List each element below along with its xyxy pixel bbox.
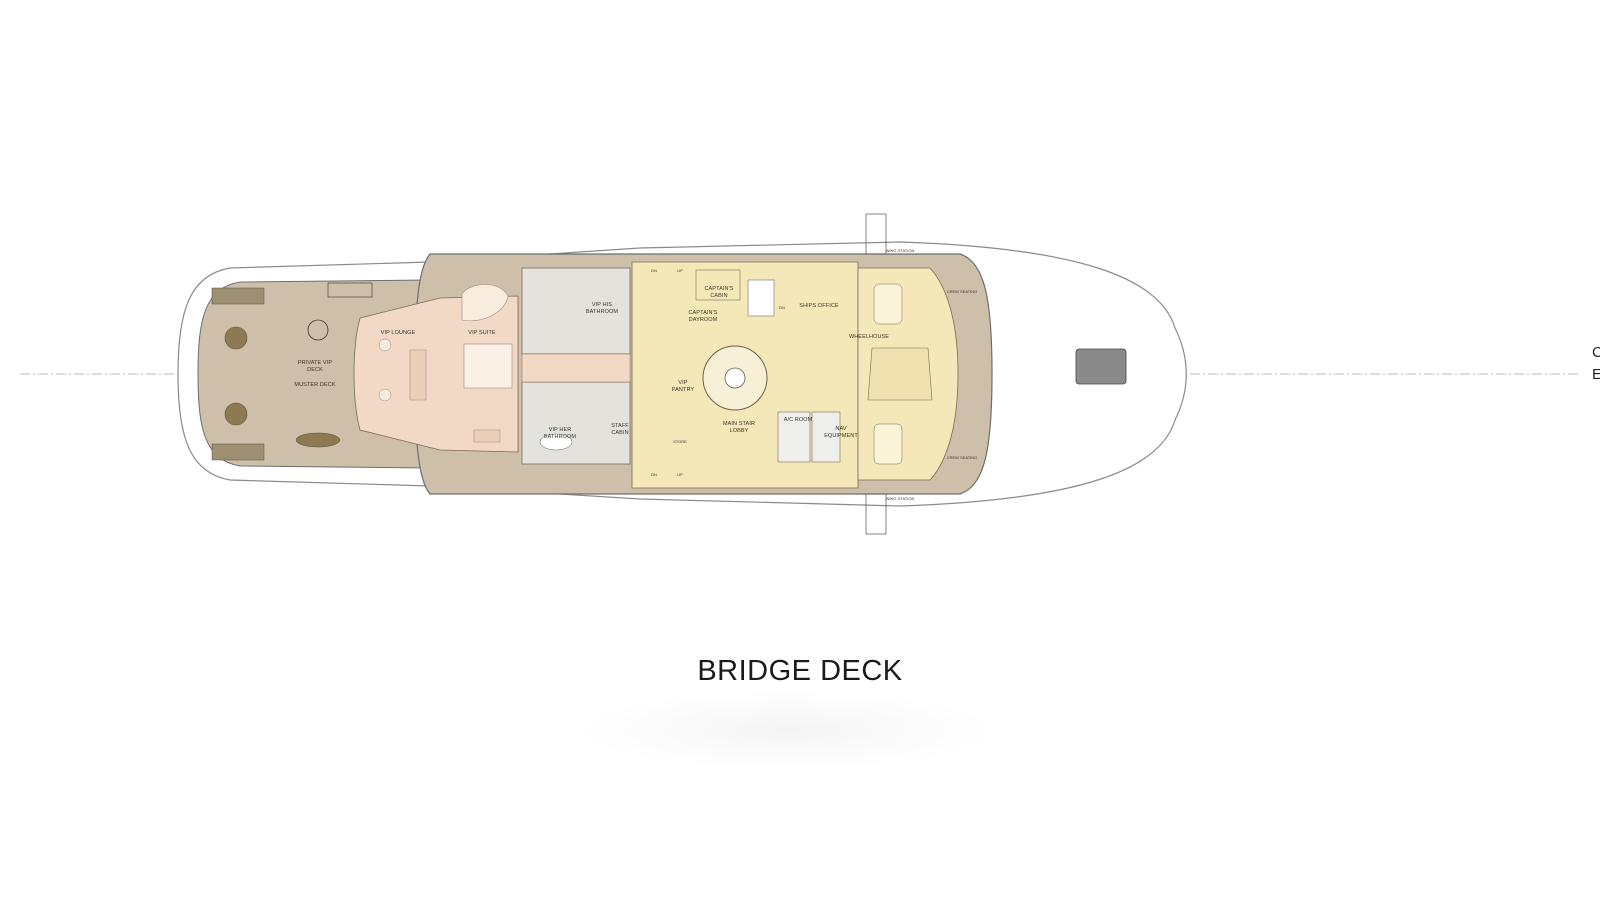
aft-stair — [747, 279, 775, 317]
label-wheelhouse: WHEELHOUSE — [849, 334, 889, 340]
helm-console — [867, 347, 933, 401]
label-up-1: UP — [677, 268, 683, 273]
label-crew-seating-2: CREW SEATING — [947, 455, 978, 460]
wheelhouse-seat-2 — [873, 423, 903, 465]
vip-chair-1 — [378, 338, 392, 352]
label-dn-1: DN — [651, 268, 657, 273]
label-captains-dayroom-2: DAYROOM — [689, 317, 718, 323]
deck-title: BRIDGE DECK — [697, 655, 903, 687]
label-staff-cabin-1: STAFF — [611, 423, 629, 429]
label-captains-cabin-2: CABIN — [710, 293, 727, 299]
edge-text-line-2: E — [1592, 366, 1600, 383]
label-vip-her-bathroom-1: VIP HER — [549, 427, 572, 433]
vip-suite-area — [353, 295, 519, 453]
aft-stair-deck — [327, 282, 373, 298]
label-crew-seating-1: CREW SEATING — [947, 289, 978, 294]
vip-sofa — [409, 349, 427, 401]
label-vip-lounge: VIP LOUNGE — [381, 330, 416, 336]
label-dn-3: DN — [779, 305, 785, 310]
vip-bed — [463, 343, 513, 389]
vip-curved-sofa — [461, 284, 509, 322]
lounger — [295, 432, 341, 448]
label-staff-cabin-2: CABIN — [611, 430, 628, 436]
label-private-vip-deck-1: PRIVATE VIP — [298, 360, 332, 366]
label-ships-office: SHIPS OFFICE — [799, 303, 839, 309]
vip-desk — [473, 429, 501, 443]
edge-text: C E — [1592, 342, 1600, 386]
mast — [1075, 348, 1127, 385]
label-captains-dayroom-1: CAPTAIN'S — [688, 310, 717, 316]
label-nav-equipment-1: NAV — [835, 426, 846, 432]
label-vip-his-bathroom-1: VIP HIS — [592, 302, 612, 308]
captains-cabin — [695, 269, 741, 301]
wheelhouse-seat-1 — [873, 283, 903, 325]
vip-chair-2 — [378, 388, 392, 402]
label-up-2: UP — [677, 472, 683, 477]
ac-room — [777, 411, 811, 463]
label-wing-station-1: WING STATION — [886, 248, 915, 253]
label-dn-2: DN — [651, 472, 657, 477]
edge-text-line-1: C — [1592, 344, 1600, 361]
label-vip-pantry-2: PANTRY — [672, 387, 695, 393]
aft-sofa-port — [211, 287, 265, 305]
aft-sofa-stbd — [211, 443, 265, 461]
aft-table-1 — [224, 326, 248, 350]
bathtub — [539, 433, 573, 451]
dining-table — [307, 319, 329, 341]
label-private-vip-deck-2: DECK — [307, 367, 323, 373]
vip-his-bathroom — [521, 267, 631, 355]
label-vip-suite: VIP SUITE — [468, 330, 496, 336]
label-main-stair-lobby-1: MAIN STAIR — [723, 421, 755, 427]
main-stair-core — [724, 367, 746, 389]
label-vip-his-bathroom-2: BATHROOM — [586, 309, 618, 315]
label-nav-equipment-2: EQUIPMENT — [824, 433, 858, 439]
label-muster-deck: MUSTER DECK — [294, 382, 335, 388]
label-store: STORE — [673, 439, 687, 444]
aft-table-2 — [224, 402, 248, 426]
vip-corridor — [521, 353, 631, 383]
label-wing-station-2: WING STATION — [886, 496, 915, 501]
label-vip-pantry-1: VIP — [678, 380, 687, 386]
wing-station-stbd — [865, 493, 887, 535]
nav-equipment — [811, 411, 841, 463]
label-captains-cabin-1: CAPTAIN'S — [704, 286, 733, 292]
label-vip-her-bathroom-2: BATHROOM — [544, 434, 576, 440]
label-main-stair-lobby-2: LOBBY — [730, 428, 749, 434]
wing-station-port — [865, 213, 887, 255]
label-ac-room: A/C ROOM — [784, 417, 813, 423]
title-shadow — [578, 690, 998, 770]
